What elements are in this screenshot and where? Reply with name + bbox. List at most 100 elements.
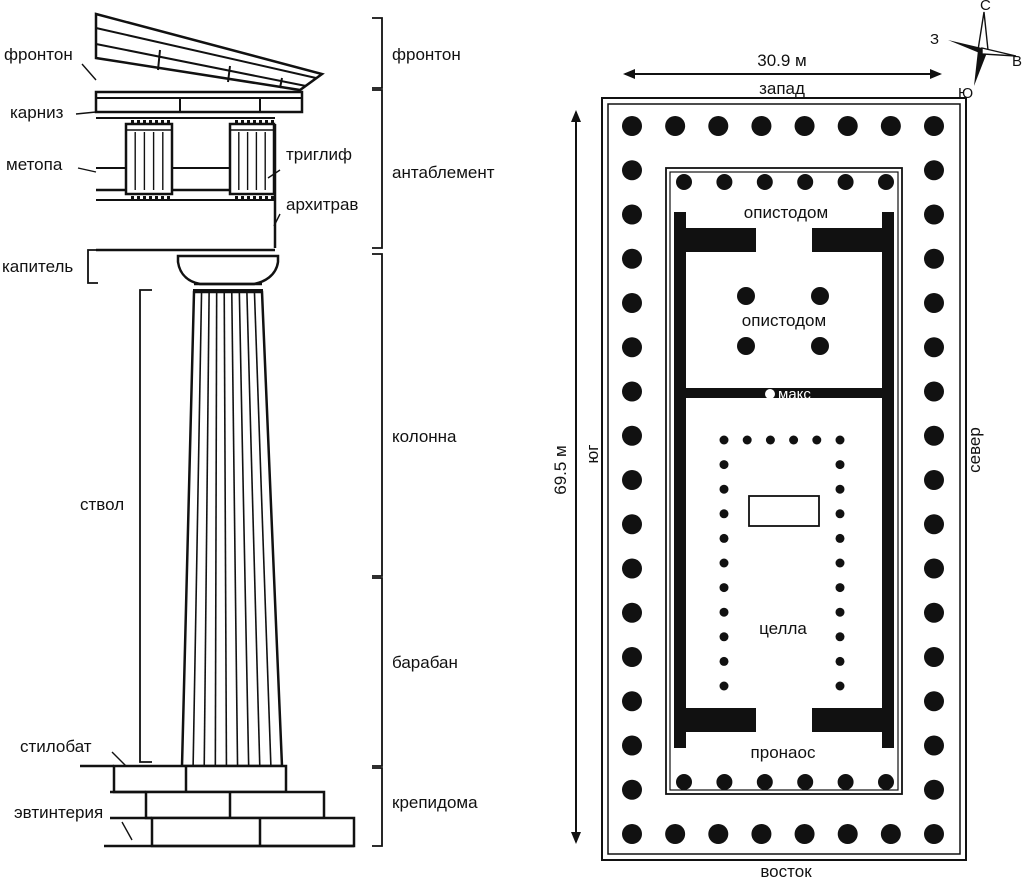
peristyle-column: [665, 824, 686, 844]
cella-colonnade: [719, 435, 845, 691]
compass-west: З: [930, 31, 939, 48]
label-north: север: [965, 427, 984, 473]
label-arhitrav: архитрав: [286, 195, 358, 214]
peristyle-column: [924, 470, 944, 490]
peristyle-column: [622, 602, 642, 623]
peristyle-column: [924, 514, 944, 535]
peristyle-column: [751, 116, 772, 136]
pediment-drawing: [94, 12, 325, 92]
cella-column: [812, 435, 822, 445]
label-baraban: барабан: [392, 653, 458, 672]
cella-column: [719, 435, 729, 445]
cella-column: [765, 435, 775, 445]
peristyle-column: [924, 337, 944, 358]
peristyle-column: [622, 470, 642, 490]
peristyle-columns: [622, 116, 944, 844]
capital-drawing: [96, 248, 280, 291]
cella-column: [835, 607, 845, 617]
peristyle-column: [924, 647, 944, 667]
cella-column: [719, 509, 729, 519]
porch-column: [797, 174, 814, 190]
peristyle-column: [622, 204, 642, 225]
peristyle-column: [924, 381, 944, 402]
label-opisthodomos-room: опистодом: [742, 311, 826, 330]
peristyle-column: [924, 779, 944, 800]
width-dimension: 30.9 м: [757, 51, 807, 70]
peristyle-column: [924, 691, 944, 712]
cella-column: [719, 656, 729, 666]
peristyle-column: [924, 425, 944, 446]
peristyle-column: [880, 116, 901, 136]
peristyle-column: [924, 602, 944, 623]
porch-column: [878, 174, 894, 190]
peristyle-column: [837, 116, 858, 136]
statue-base: [748, 495, 820, 527]
peristyle-column: [622, 558, 642, 579]
porch-column: [676, 774, 692, 790]
peristyle-column: [708, 824, 729, 844]
label-krepidoma: крепидома: [392, 793, 478, 812]
shaft-drawing: [180, 290, 284, 768]
kapitel-bracket: [87, 249, 98, 284]
porch-column: [837, 774, 854, 790]
peristyle-column: [622, 779, 642, 800]
porch-column: [676, 174, 692, 190]
peristyle-column: [622, 691, 642, 712]
temple-plan: 30.9 м запад 69.5 м юг север восток: [551, 51, 984, 880]
peristyle-column: [837, 824, 858, 844]
label-opisthodomos-top: опистодом: [744, 203, 828, 222]
peristyle-column: [622, 514, 642, 535]
label-fronton: фронтон: [392, 45, 461, 64]
cella-column: [835, 484, 845, 494]
label-metopa: метопа: [6, 155, 63, 174]
peristyle-column: [622, 425, 642, 446]
peristyle-column: [622, 116, 642, 136]
cella-column: [835, 558, 845, 568]
label-stilobat: стилобат: [20, 737, 92, 756]
bracket-labels: фронтон антаблемент колонна барабан креп…: [392, 45, 495, 812]
crepidoma-drawing: [80, 764, 356, 848]
peristyle-column: [665, 116, 686, 136]
peristyle-column: [622, 160, 642, 181]
section-brackets: [372, 17, 383, 847]
cella-column: [719, 583, 729, 593]
peristyle-column: [622, 248, 642, 269]
peristyle-column: [751, 824, 772, 844]
cella-column: [835, 681, 845, 691]
label-west: запад: [759, 79, 805, 98]
peristyle-column: [880, 824, 901, 844]
peristyle-column: [622, 735, 642, 756]
porch-column: [756, 774, 773, 790]
label-south: юг: [583, 445, 602, 464]
length-dimension: 69.5 м: [551, 445, 570, 495]
cella-walls: [674, 212, 894, 748]
max-marker: [765, 389, 775, 399]
peristyle-column: [924, 293, 944, 313]
label-cella: целла: [759, 619, 807, 638]
cella-column: [835, 632, 845, 642]
label-max: макс: [778, 386, 811, 403]
peristyle-column: [622, 293, 642, 313]
peristyle-column: [794, 824, 815, 844]
cella-column: [719, 558, 729, 568]
peristyle-column: [622, 381, 642, 402]
compass-rose: С Ю З В: [930, 0, 1022, 102]
cella-column: [719, 533, 729, 543]
stvol-bracket: [139, 289, 152, 763]
peristyle-column: [924, 735, 944, 756]
label-karniz: карниз: [10, 103, 64, 122]
cella-column: [719, 484, 729, 494]
cella-column: [835, 509, 845, 519]
compass-south: Ю: [958, 85, 973, 102]
cella-column: [742, 435, 752, 445]
peristyle-column: [794, 116, 815, 136]
frieze-drawing: [96, 122, 277, 248]
leader-lines: [75, 63, 281, 841]
label-kolonna: колонна: [392, 427, 457, 446]
porch-column: [716, 174, 733, 190]
peristyle-column: [924, 160, 944, 181]
porch-column: [716, 774, 733, 790]
peristyle-column: [708, 116, 729, 136]
label-fronton-left: фронтон: [4, 45, 73, 64]
